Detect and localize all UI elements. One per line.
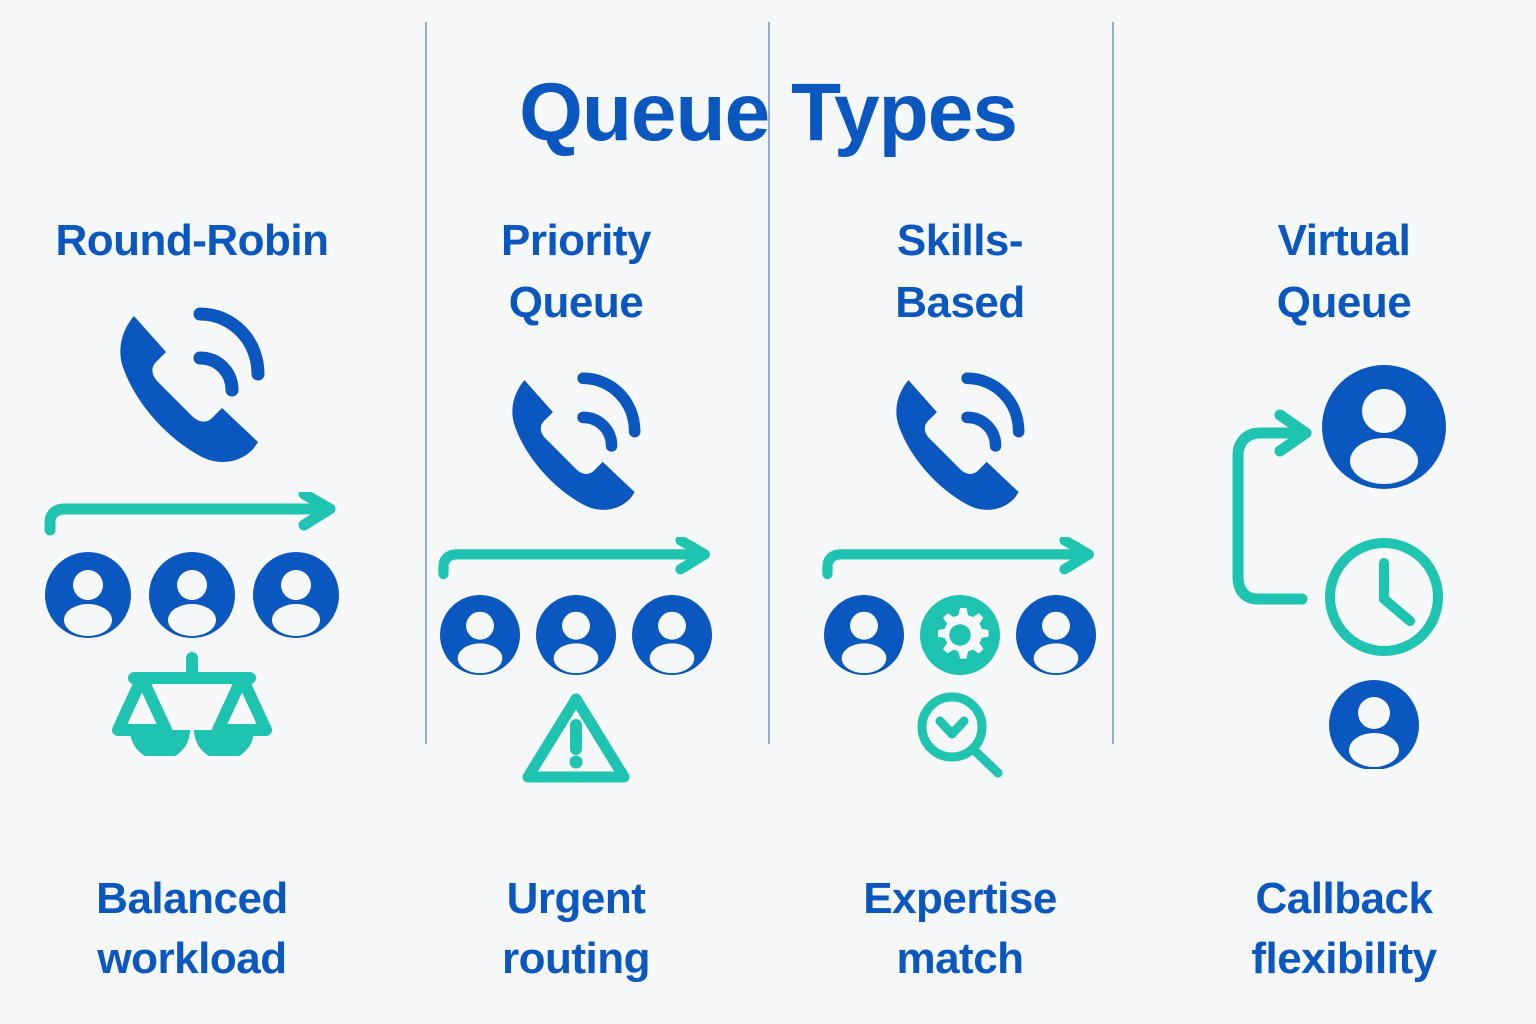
heading-line-1: Priority	[500, 216, 652, 265]
person-icon	[536, 594, 616, 675]
person-icon	[253, 552, 339, 639]
person-icon	[1322, 364, 1446, 489]
person-icon	[1016, 594, 1096, 675]
column-heading-virtual-queue: Virtual Queue	[1276, 210, 1412, 335]
people-row-skills-based	[824, 594, 1096, 675]
column-caption-skills-based: Expertise match	[768, 869, 1152, 990]
caption-line-2: routing	[501, 934, 651, 984]
virtual-queue-diagram	[1224, 349, 1464, 769]
person-icon	[440, 594, 520, 675]
people-row-priority-queue	[440, 594, 712, 675]
column-caption-virtual-queue: Callback flexibility	[1152, 869, 1536, 990]
column-heading-skills-based: Skills- Based	[895, 210, 1025, 335]
person-icon	[824, 594, 904, 675]
arrow-right-icon	[820, 536, 1100, 581]
person-icon	[45, 552, 131, 639]
column-heading-priority-queue: Priority Queue	[500, 210, 652, 335]
caption-line-2: workload	[97, 934, 287, 984]
caption-line-1: Urgent	[506, 873, 646, 923]
person-icon	[149, 552, 235, 639]
column-priority-queue: Priority Queue	[384, 210, 768, 1000]
balance-scale-icon	[112, 652, 272, 757]
column-caption-priority-queue: Urgent routing	[384, 869, 768, 990]
arrow-right-icon	[436, 536, 716, 581]
column-divider-1	[425, 22, 427, 744]
gear-icon	[920, 594, 1000, 675]
people-row-round-robin	[45, 552, 339, 639]
clock-icon	[1325, 537, 1443, 656]
heading-line-2: Queue	[508, 278, 644, 328]
caption-line-1: Balanced	[96, 873, 288, 923]
person-icon	[632, 594, 712, 675]
column-divider-2	[768, 22, 770, 744]
column-heading-round-robin: Round-Robin	[55, 216, 329, 265]
heading-line-1: Skills-	[896, 216, 1024, 265]
column-skills-based: Skills- Based	[768, 210, 1152, 1000]
person-icon	[1329, 679, 1419, 769]
arrow-right-icon	[42, 492, 342, 536]
heading-line-2: Queue	[1276, 278, 1412, 328]
curved-arrow-icon	[1232, 409, 1312, 605]
caption-line-2: flexibility	[1251, 934, 1437, 984]
phone-call-icon	[885, 357, 1035, 517]
phone-call-icon	[108, 290, 276, 470]
caption-line-2: match	[896, 934, 1024, 984]
warning-triangle-icon	[518, 689, 634, 789]
magnifier-check-icon	[908, 687, 1012, 783]
heading-line-2: Based	[895, 278, 1025, 328]
phone-call-icon	[501, 357, 651, 517]
heading-line-1: Virtual	[1277, 216, 1411, 265]
column-caption-round-robin: Balanced workload	[0, 869, 384, 990]
column-round-robin: Round-Robin	[0, 210, 384, 1000]
column-divider-3	[1112, 22, 1114, 744]
caption-line-1: Callback	[1255, 873, 1433, 923]
column-virtual-queue: Virtual Queue	[1152, 210, 1536, 1000]
columns-container: Round-Robin	[0, 210, 1536, 1000]
caption-line-1: Expertise	[863, 873, 1057, 923]
